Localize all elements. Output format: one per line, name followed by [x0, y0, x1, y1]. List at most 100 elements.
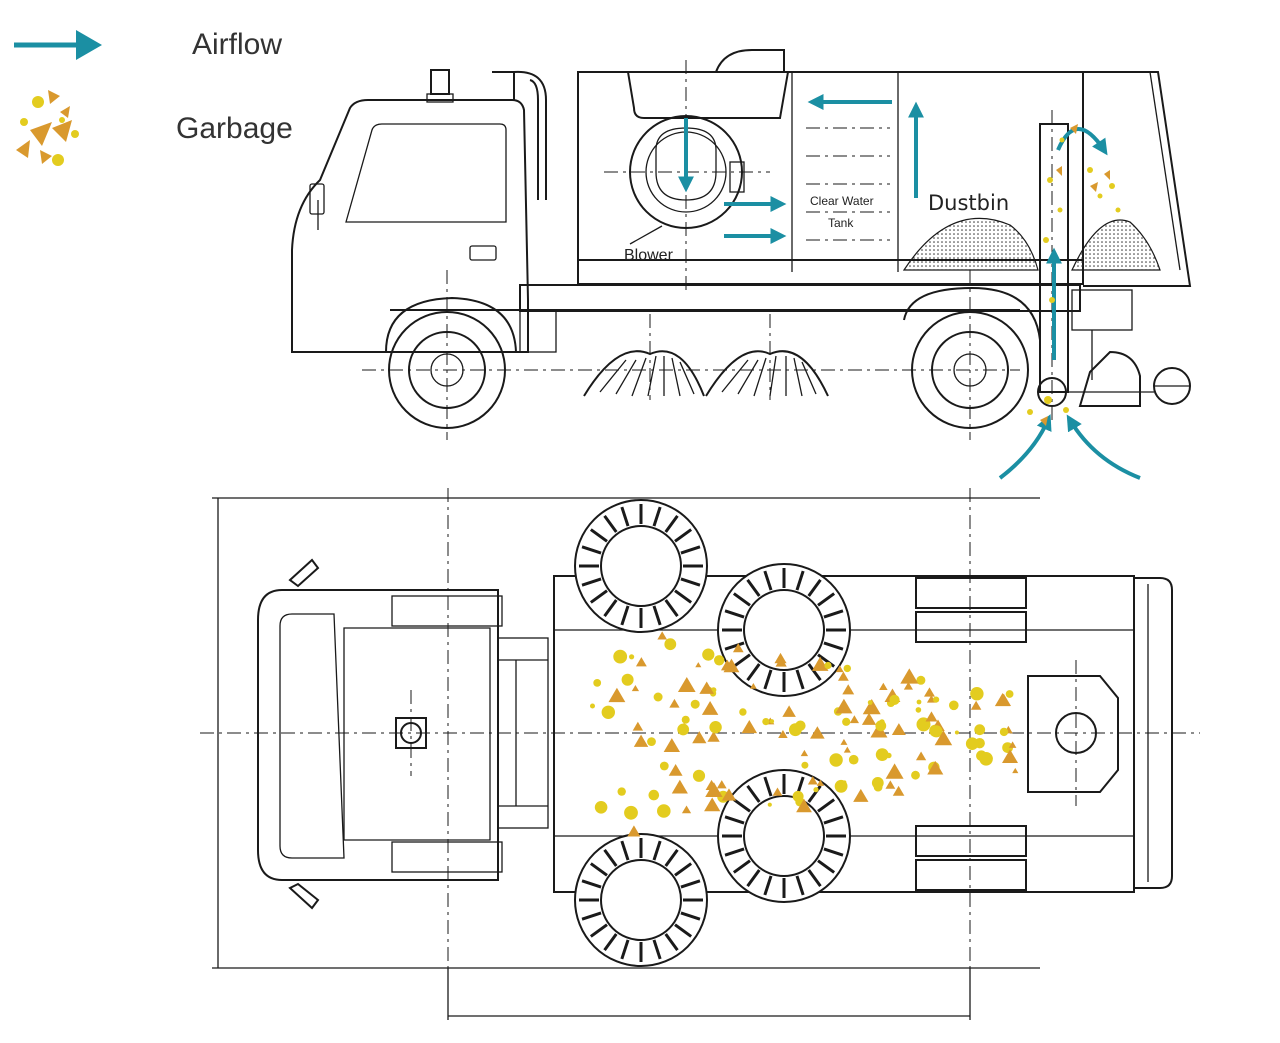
- garbage-fragment: [879, 682, 888, 690]
- garbage-dot: [843, 664, 851, 673]
- side-airflow-arrows: [678, 94, 1141, 480]
- clear-water-tank-label-line1: Clear Water: [810, 194, 874, 208]
- garbage-fragment: [800, 749, 809, 757]
- garbage-fragment: [699, 681, 715, 694]
- tank-body: [577, 71, 1084, 285]
- garbage-dot: [681, 715, 690, 724]
- garbage-dot: [949, 700, 959, 711]
- garbage-fragment: [669, 698, 680, 708]
- garbage-fragment: [934, 730, 953, 746]
- side-brush-brush-mid-right: [717, 769, 851, 903]
- garbage-dot: [692, 769, 706, 782]
- garbage-dot: [1005, 690, 1014, 698]
- side-garbage-particles: [1027, 124, 1121, 426]
- legend-garbage-label: Garbage: [176, 112, 293, 145]
- garbage-fragment: [900, 668, 919, 684]
- garbage-dot: [970, 687, 984, 701]
- garbage-fragment: [631, 684, 640, 692]
- garbage-dot: [769, 719, 775, 724]
- garbage-dot: [762, 718, 770, 726]
- garbage-fragment: [723, 658, 740, 673]
- garbage-dot: [813, 787, 819, 793]
- garbage-fragment: [796, 798, 812, 813]
- garbage-fragment: [701, 700, 719, 715]
- garbage-fragment: [816, 779, 825, 786]
- garbage-dot: [933, 696, 940, 703]
- side-brush-brush-front-left: [574, 499, 708, 633]
- garbage-dot: [999, 727, 1009, 737]
- garbage-fragment: [671, 779, 688, 794]
- garbage-dot: [648, 789, 660, 801]
- garbage-fragment: [704, 797, 721, 812]
- chassis-frame: [519, 284, 1081, 312]
- garbage-legend-icon: [16, 90, 79, 166]
- garbage-fragment: [835, 665, 844, 673]
- garbage-fragment: [892, 785, 905, 796]
- garbage-fragment: [627, 825, 641, 837]
- garbage-fragment: [705, 782, 723, 798]
- garbage-fragment: [695, 662, 702, 668]
- garbage-dot: [875, 748, 889, 761]
- airflow-arrow-duct-top: [1056, 127, 1108, 156]
- airflow-legend-arrow-icon: [14, 30, 102, 60]
- garbage-fragment: [1012, 767, 1019, 774]
- garbage-dot: [617, 787, 626, 796]
- garbage-dot: [979, 752, 993, 766]
- garbage-pile-front: [902, 217, 1039, 271]
- garbage-dot: [792, 790, 804, 802]
- garbage-dot: [647, 737, 656, 746]
- garbage-fragment: [840, 738, 848, 745]
- garbage-fragment: [778, 729, 788, 739]
- garbage-dot: [709, 721, 722, 734]
- airflow-arrow-intake-right: [1066, 414, 1141, 480]
- airflow-arrow-intake-left: [998, 414, 1052, 480]
- top-cab-outline: [257, 589, 499, 881]
- garbage-fragment: [862, 698, 881, 715]
- garbage-dot: [801, 761, 809, 769]
- side-brush-brush-mid-left: [717, 563, 851, 697]
- garbage-fragment: [681, 805, 692, 814]
- garbage-dot: [702, 648, 715, 661]
- garbage-fragment: [903, 681, 913, 690]
- garbage-dot: [974, 724, 986, 736]
- garbage-fragment: [635, 657, 647, 667]
- garbage-fragment: [970, 700, 982, 710]
- garbage-dot: [911, 770, 920, 780]
- garbage-fragment: [774, 652, 787, 664]
- garbage-dot: [590, 703, 595, 709]
- garbage-dot: [677, 723, 690, 736]
- garbage-fragment: [861, 712, 877, 725]
- garbage-fragment: [721, 788, 737, 801]
- garbage-fragment: [807, 776, 818, 785]
- garbage-fragment: [835, 698, 853, 714]
- garbage-dot: [653, 692, 663, 702]
- garbage-dot: [824, 661, 832, 670]
- garbage-fragment: [782, 705, 796, 717]
- side-brush-brush-front-right: [574, 833, 708, 967]
- garbage-dot: [714, 655, 725, 666]
- garbage-dot: [916, 675, 926, 685]
- garbage-fragment: [677, 676, 696, 692]
- garbage-fragment: [891, 723, 906, 736]
- garbage-fragment: [842, 684, 855, 695]
- garbage-dot: [916, 699, 922, 705]
- garbage-dot: [659, 761, 669, 771]
- garbage-dot: [954, 730, 959, 735]
- top-garbage-particles: [590, 631, 1019, 837]
- garbage-dot: [613, 649, 628, 664]
- garbage-dot: [842, 717, 851, 726]
- top-hopper: [1027, 675, 1119, 793]
- cab-outline: [291, 99, 529, 353]
- garbage-dot: [739, 708, 747, 716]
- garbage-fragment: [994, 693, 1011, 707]
- garbage-fragment: [663, 738, 681, 753]
- garbage-dot: [621, 673, 634, 686]
- garbage-dot: [867, 700, 873, 705]
- garbage-fragment: [668, 763, 683, 776]
- garbage-dot: [664, 638, 677, 651]
- garbage-fragment: [816, 658, 823, 664]
- garbage-fragment: [849, 715, 860, 724]
- side-view-truck: [291, 49, 1192, 440]
- garbage-fragment: [925, 711, 938, 722]
